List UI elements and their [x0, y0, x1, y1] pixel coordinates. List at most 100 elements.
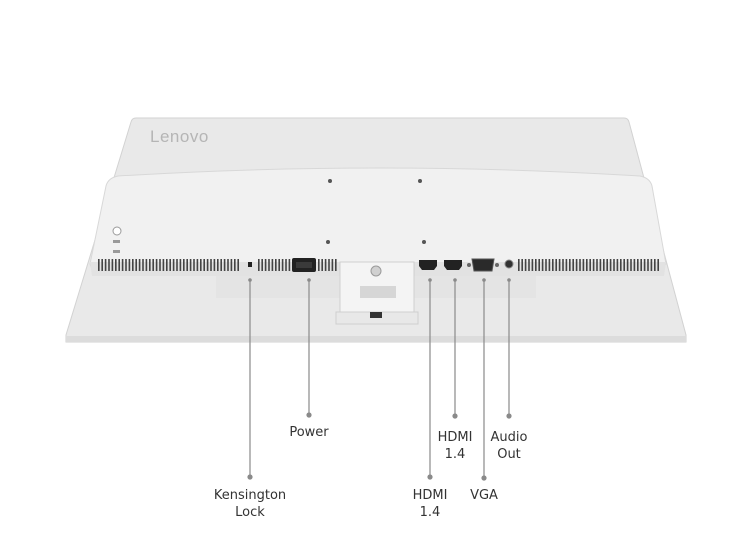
vent-slot [657, 259, 659, 271]
leader-vga-end-dot [481, 475, 487, 481]
vent-slot [108, 259, 110, 271]
vent-slot [288, 259, 291, 271]
label-hdmi-1-line2: 1.4 [419, 505, 441, 520]
leader-audio-out-start-dot [507, 278, 511, 282]
leader-kensington-end-dot [247, 474, 253, 480]
vent-slot [606, 259, 608, 271]
vent-slot [172, 259, 175, 271]
vent-slot [227, 259, 229, 271]
label-hdmi-2-line1: HDMI [437, 430, 473, 445]
vent-slot [335, 259, 337, 271]
vent-slot [101, 259, 103, 271]
vent-slot [135, 259, 137, 271]
vent-slot [264, 259, 267, 271]
vent-slot [579, 259, 581, 271]
label-hdmi-2: HDMI 1.4 [438, 429, 473, 463]
vent-slot [589, 259, 591, 271]
vent-slot [538, 259, 540, 271]
label-kensington-lock: Kensington Lock [214, 487, 286, 521]
label-kensington-line2: Lock [235, 505, 265, 520]
callout-leader-lines [247, 278, 512, 481]
vent-slot [331, 259, 334, 271]
vent-slot [285, 259, 287, 271]
vent-slot [531, 259, 534, 271]
leader-power-end-dot [306, 412, 312, 418]
lenovo-logo: Lenovo [150, 127, 209, 146]
vent-slot [613, 259, 615, 271]
vent-slot [521, 259, 523, 271]
vent-slot [637, 259, 639, 271]
vent-slot [98, 259, 100, 271]
leader-hdmi-1-end-dot [427, 474, 433, 480]
vent-slot [630, 259, 632, 271]
vent-slot [203, 259, 205, 271]
stand-logo-badge [370, 265, 382, 277]
vent-slot [237, 259, 239, 271]
vent-slot [281, 259, 284, 271]
monitor-stand [335, 261, 419, 325]
kensington-lock-slot [248, 262, 252, 267]
vent-slot [620, 259, 622, 271]
vent-slot [128, 259, 131, 271]
vent-slot [586, 259, 588, 271]
monitor-bottom-edge [66, 336, 686, 342]
vent-slot [518, 259, 520, 271]
monitor-rear-housing [89, 167, 667, 273]
vent-slot [569, 259, 571, 271]
label-vga: VGA [470, 487, 498, 504]
hdmi-port-2 [444, 260, 462, 270]
vent-slot [186, 259, 188, 271]
leader-hdmi-2-start-dot [453, 278, 457, 282]
vent-slot [149, 259, 151, 271]
vent-slot [118, 259, 120, 271]
vent-slot [616, 259, 619, 271]
vent-slot [176, 259, 178, 271]
leader-power-start-dot [307, 278, 311, 282]
vent-slot [189, 259, 192, 271]
leader-kensington-start-dot [248, 278, 252, 282]
vesa-mount-holes [326, 179, 426, 244]
vent-slot [592, 259, 595, 271]
label-hdmi-1-line1: HDMI [412, 488, 448, 503]
vent-slot [132, 259, 134, 271]
vent-slot [548, 259, 551, 271]
vent-slot [565, 259, 568, 271]
vent-slot [640, 259, 642, 271]
vent-slot [524, 259, 527, 271]
vent-slot [275, 259, 277, 271]
vent-slot [328, 259, 330, 271]
side-control-buttons [112, 226, 122, 253]
vent-slot [558, 259, 561, 271]
label-power-line1: Power [289, 425, 329, 440]
vent-slot [623, 259, 625, 271]
vent-slot [142, 259, 144, 271]
vent-slot [572, 259, 574, 271]
vent-slot [268, 259, 270, 271]
vent-slot [206, 259, 209, 271]
vent-slot [155, 259, 158, 271]
vent-slot [166, 259, 168, 271]
vent-slot [220, 259, 222, 271]
label-audio-out-line2: Out [497, 447, 521, 462]
vent-slot [152, 259, 154, 271]
vent-slot [528, 259, 530, 271]
vent-slot [121, 259, 124, 271]
vent-slot [111, 259, 114, 271]
vent-slot [234, 259, 236, 271]
vent-slot [104, 259, 107, 271]
leader-vga-start-dot [482, 278, 486, 282]
vent-slot [541, 259, 544, 271]
label-hdmi-1: HDMI 1.4 [413, 487, 448, 521]
vent-slot [223, 259, 226, 271]
vent-slot [633, 259, 636, 271]
label-audio-out-line1: Audio [490, 430, 528, 445]
label-hdmi-2-line2: 1.4 [444, 447, 466, 462]
label-vga-line1: VGA [470, 488, 498, 503]
vent-slot [179, 259, 182, 271]
vent-slot [318, 259, 320, 271]
audio-out-jack [504, 259, 514, 269]
vent-slot [159, 259, 161, 271]
vga-port [471, 258, 495, 272]
